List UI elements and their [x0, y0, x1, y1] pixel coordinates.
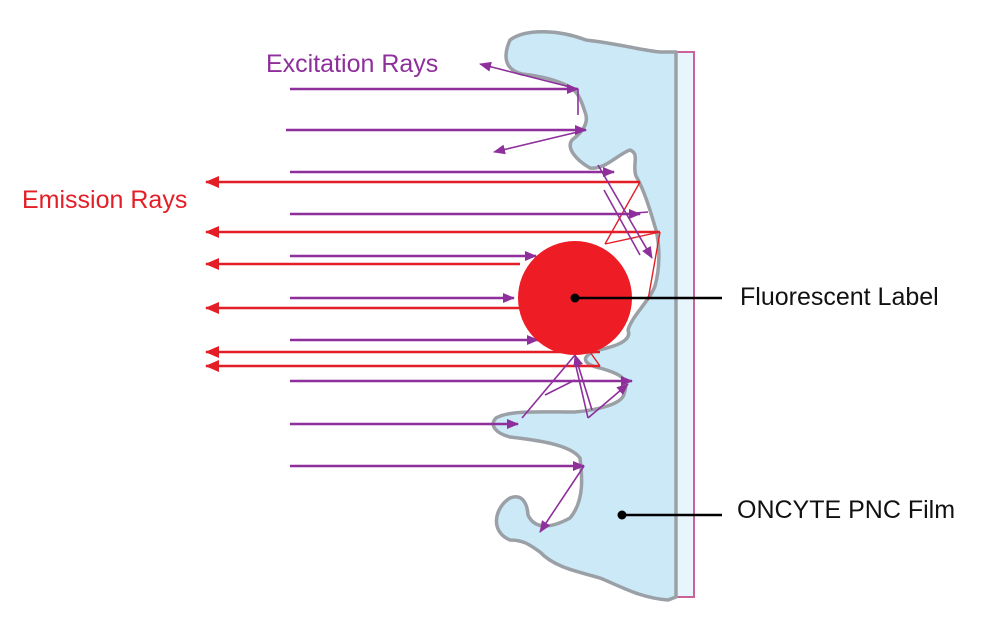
fluorescent-label-caption: Fluorescent Label — [740, 283, 939, 311]
film-caption: ONCYTE PNC Film — [737, 496, 956, 524]
emission-rays-label: Emission Rays — [22, 186, 188, 214]
pointers — [570, 293, 722, 520]
excitation-rays — [286, 84, 641, 471]
excitation-rays-label: Excitation Rays — [266, 50, 439, 78]
scatter-paths — [479, 61, 653, 533]
emission-rays — [205, 176, 660, 372]
